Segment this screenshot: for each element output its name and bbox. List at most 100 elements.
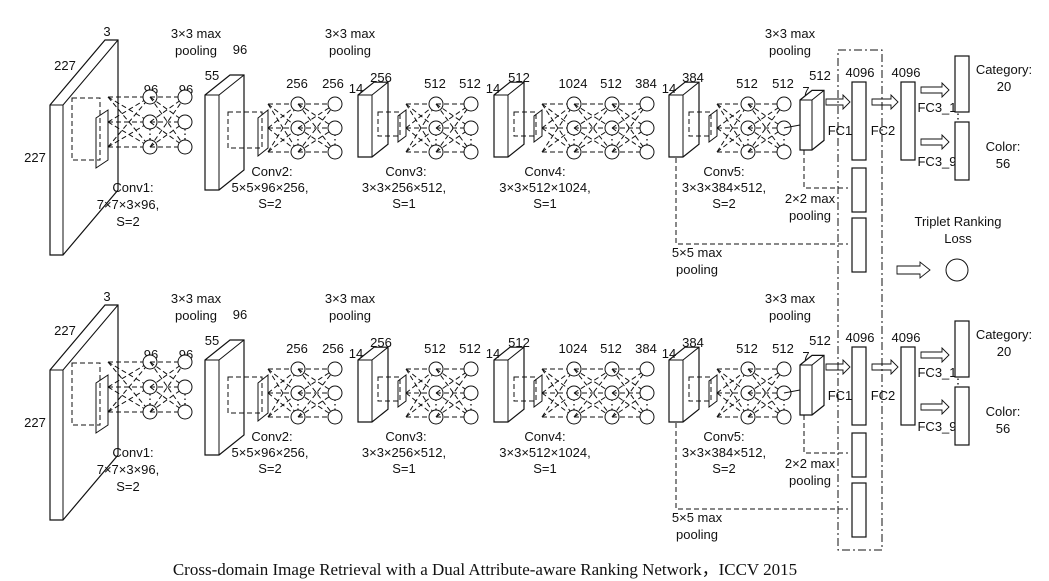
- neuron: [639, 120, 655, 136]
- fc3-1-label: FC3_1: [917, 100, 956, 115]
- neuron: [463, 409, 479, 425]
- neuron: [463, 96, 479, 112]
- conv4-out-a: 1024: [559, 76, 588, 91]
- conv3-volume: [357, 346, 389, 423]
- neuron: [177, 404, 193, 420]
- conv2-depth: 96: [233, 307, 247, 322]
- conv4-out-b: 512: [600, 341, 622, 356]
- neuron: [776, 361, 792, 377]
- neuron: [177, 114, 193, 130]
- conv3-spec: 3×3×256×512,: [362, 445, 446, 460]
- color-label: Color:56: [986, 404, 1021, 436]
- conv5-out-b: 512: [772, 76, 794, 91]
- fc1-num: 4096: [846, 330, 875, 345]
- conv3-size: 14: [349, 346, 363, 361]
- conv5-label: Conv5:: [703, 164, 744, 179]
- conv5-label: Conv5:: [703, 429, 744, 444]
- fc3-9-arrow: [920, 398, 950, 416]
- category-box: [954, 55, 970, 113]
- input-height: 227: [54, 323, 76, 338]
- conv1-stride: S=2: [116, 479, 140, 494]
- neuron-dots: ⋮: [329, 397, 342, 412]
- pool5-depth: 512: [809, 68, 831, 83]
- conv5-out-a: 512: [736, 341, 758, 356]
- conv2-volume: [204, 339, 245, 456]
- category-label: Category:20: [976, 327, 1032, 359]
- fc3-9-label: FC3_9: [917, 419, 956, 434]
- fc2-box: [900, 346, 916, 426]
- conv1-label: Conv1:: [112, 445, 153, 460]
- conv2-out-b: 256: [322, 341, 344, 356]
- conv5-out-b: 512: [772, 341, 794, 356]
- caption: Cross-domain Image Retrieval with a Dual…: [173, 560, 797, 579]
- fc2-num: 4096: [892, 330, 921, 345]
- conv3-label: Conv3:: [385, 164, 426, 179]
- conv2-label: Conv2:: [251, 164, 292, 179]
- conv3-depth: 256: [370, 70, 392, 85]
- conv5-depth: 384: [682, 70, 704, 85]
- conv3-out-a: 512: [424, 341, 446, 356]
- neuron: [177, 139, 193, 155]
- conv2-spec: 5×5×96×256,: [232, 445, 309, 460]
- fc1-label: FC1: [828, 123, 853, 138]
- conv3-out-b: 512: [459, 341, 481, 356]
- conv1-spec: 7×7×3×96,: [97, 462, 160, 477]
- conv2-volume: [204, 74, 245, 191]
- conv3-out-b: 512: [459, 76, 481, 91]
- conv4-out-c: 384: [635, 76, 657, 91]
- conv2-out-a: 256: [286, 341, 308, 356]
- fc2-arrow: [871, 93, 899, 111]
- fc2-num: 4096: [892, 65, 921, 80]
- neuron: [639, 385, 655, 401]
- neuron-dots: ⋮: [292, 397, 305, 412]
- conv3-spec: 3×3×256×512,: [362, 180, 446, 195]
- conv3-out-a: 512: [424, 76, 446, 91]
- conv5-depth: 384: [682, 335, 704, 350]
- conv2-size: 55: [205, 333, 219, 348]
- conv4-size: 14: [486, 346, 500, 361]
- neuron-dots: ⋮: [778, 132, 791, 147]
- conv4-label: Conv4:: [524, 164, 565, 179]
- conv2-stride: S=2: [258, 461, 282, 476]
- neuron-dots: ⋮: [778, 397, 791, 412]
- neuron: [639, 409, 655, 425]
- neuron-dots: ⋮: [742, 132, 755, 147]
- conv4-spec: 3×3×512×1024,: [499, 180, 590, 195]
- input-depth: 3: [103, 24, 110, 39]
- conv2-spec: 5×5×96×256,: [232, 180, 309, 195]
- neuron-dots: ⋮: [292, 132, 305, 147]
- conv5-spec: 3×3×384×512,: [682, 180, 766, 195]
- neuron: [177, 354, 193, 370]
- neuron-dots: ⋮: [144, 127, 157, 142]
- conv4-depth: 512: [508, 70, 530, 85]
- input-width: 227: [24, 415, 46, 430]
- conv3-volume: [357, 81, 389, 158]
- conv2-size: 55: [205, 68, 219, 83]
- conv3-size: 14: [349, 81, 363, 96]
- fc1c-box: [851, 217, 867, 273]
- neuron: [327, 120, 343, 136]
- neuron: [463, 361, 479, 377]
- neuron-dots: ⋮: [568, 132, 581, 147]
- fc1c-box: [851, 482, 867, 538]
- conv2-depth: 96: [233, 42, 247, 57]
- fc3-1-arrow: [920, 81, 950, 99]
- conv4-volume: [493, 81, 525, 158]
- fc1-box: [851, 81, 867, 161]
- neuron: [327, 361, 343, 377]
- conv2-out-b: 256: [322, 76, 344, 91]
- neuron-dots: ⋮: [742, 397, 755, 412]
- neuron-dots: ⋮: [329, 132, 342, 147]
- conv5-size: 14: [662, 346, 676, 361]
- neuron: [327, 144, 343, 160]
- pool5-depth: 512: [809, 333, 831, 348]
